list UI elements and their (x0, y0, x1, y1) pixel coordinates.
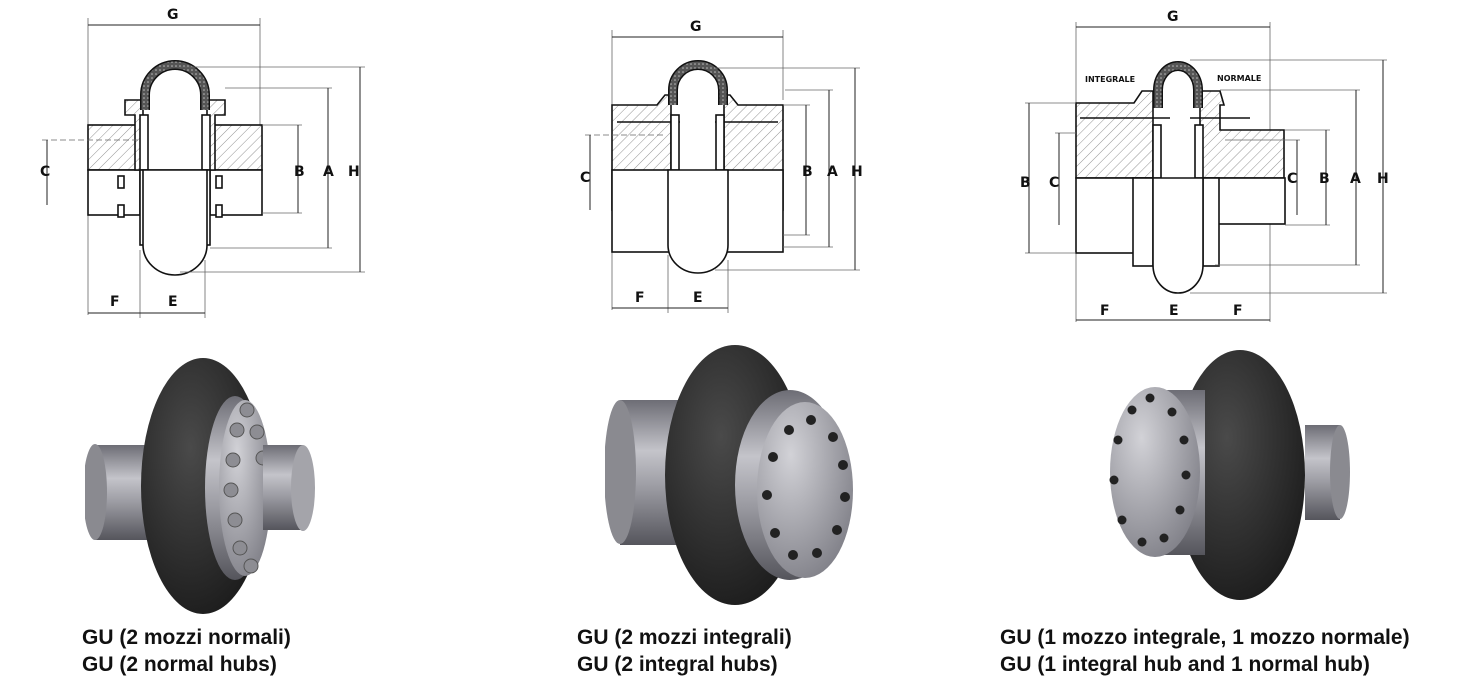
caption-english: GU (2 integral hubs) (577, 653, 778, 676)
dimension-label: C (40, 164, 50, 180)
dimension-label: C (580, 170, 590, 186)
dimension-label: H (1377, 171, 1389, 187)
dimension-label: E (693, 290, 703, 306)
dimension-label: G (690, 19, 702, 35)
technical-drawing-integral-hubs: G H A B C F E (580, 19, 863, 313)
caption-english: GU (1 integral hub and 1 normal hub) (1000, 653, 1370, 676)
caption-mixed-hubs: GU (1 mozzo integrale, 1 mozzo normale) … (1000, 624, 1410, 678)
dimension-label: E (168, 294, 178, 310)
hub-label-integrale: INTEGRALE (1085, 75, 1135, 84)
dimension-label: H (348, 164, 360, 180)
dimension-label: H (851, 164, 863, 180)
dim-label-g: G (167, 7, 179, 23)
caption-normal-hubs: GU (2 mozzi normali) GU (2 normal hubs) (82, 624, 291, 678)
dimension-label: A (1350, 171, 1361, 187)
dimension-label: F (110, 294, 120, 310)
technical-drawing-normal-hubs: G H A B C F E (40, 7, 365, 318)
caption-english: GU (2 normal hubs) (82, 653, 277, 676)
dimension-label: C (1049, 175, 1059, 191)
dimension-label: B (1319, 171, 1330, 187)
hub-label-normale: NORMALE (1217, 74, 1261, 83)
caption-italian: GU (2 mozzi integrali) (577, 626, 792, 649)
dimension-label: F (635, 290, 645, 306)
dimension-label: G (1167, 9, 1179, 25)
dimension-label: F (1100, 303, 1110, 319)
dimension-label: E (1169, 303, 1179, 319)
product-photo-normal-hubs (85, 358, 315, 614)
technical-drawing-mixed-hubs: G INTEGRALE NORMALE H A B C B C F E F (1020, 9, 1389, 322)
dimension-label: F (1233, 303, 1243, 319)
product-photo-integral-hubs (605, 345, 853, 605)
caption-italian: GU (1 mozzo integrale, 1 mozzo normale) (1000, 626, 1410, 649)
dimension-label: B (802, 164, 813, 180)
caption-integral-hubs: GU (2 mozzi integrali) GU (2 integral hu… (577, 624, 792, 678)
dimension-label: B (1020, 175, 1031, 191)
caption-italian: GU (2 mozzi normali) (82, 626, 291, 649)
dimension-label: C (1287, 171, 1297, 187)
product-photo-mixed-hubs (1109, 350, 1350, 600)
dimension-label: A (827, 164, 838, 180)
dimension-label: A (323, 164, 334, 180)
dimension-label: B (294, 164, 305, 180)
